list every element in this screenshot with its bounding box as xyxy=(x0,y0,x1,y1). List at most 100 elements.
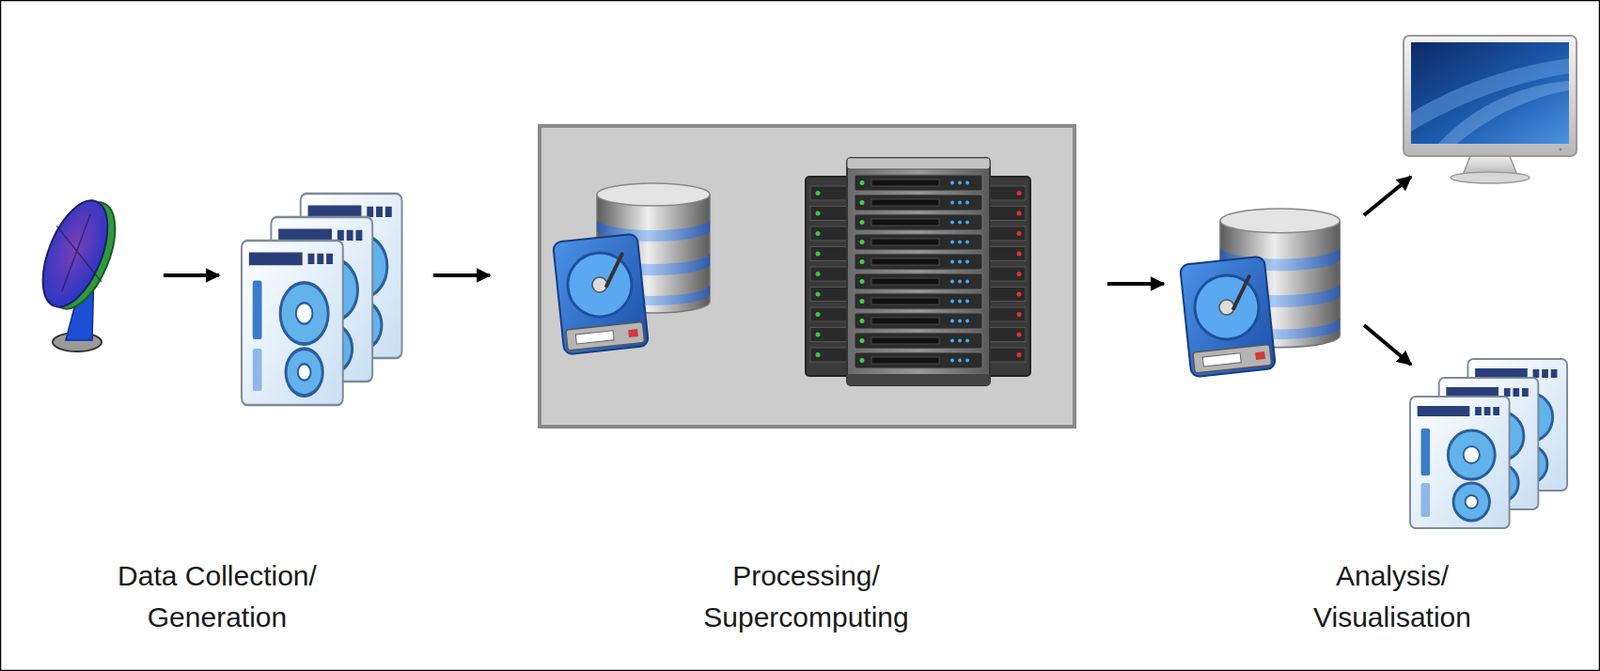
server-rack xyxy=(860,259,865,265)
server-rack xyxy=(854,253,983,270)
server-rack xyxy=(815,352,821,358)
server-rack xyxy=(854,234,983,251)
flow-arrows xyxy=(433,273,490,278)
server-rack xyxy=(871,278,940,285)
server-rack xyxy=(965,220,970,225)
storage-archive xyxy=(241,193,403,406)
server-rack xyxy=(815,231,821,236)
server-rack xyxy=(1017,312,1022,317)
server-rack xyxy=(854,293,983,310)
server-rack xyxy=(815,211,821,217)
server-rack xyxy=(1017,251,1022,257)
server-rack xyxy=(965,280,970,284)
server-rack xyxy=(871,337,940,345)
server-rack xyxy=(871,357,940,364)
server-rack xyxy=(860,318,865,324)
server-rack xyxy=(950,339,955,344)
server-rack xyxy=(860,239,865,245)
server-rack xyxy=(957,359,962,363)
monitor xyxy=(1403,35,1577,157)
server-rack xyxy=(1017,271,1022,277)
server-rack xyxy=(950,201,955,205)
server-rack xyxy=(871,258,940,266)
server-rack xyxy=(965,339,970,344)
server-rack xyxy=(950,280,955,284)
server-rack xyxy=(965,240,970,245)
server-rack xyxy=(847,157,990,386)
monitor xyxy=(1450,172,1530,184)
server-rack xyxy=(805,176,1031,377)
server-rack xyxy=(1017,292,1022,298)
server-rack xyxy=(957,220,962,225)
server-rack xyxy=(854,352,983,369)
server-rack xyxy=(860,279,865,284)
server-rack xyxy=(860,358,865,363)
server-rack xyxy=(957,299,962,304)
server-rack xyxy=(815,251,821,257)
storage-archive xyxy=(1410,359,1568,529)
stage-label: Data Collection/ Generation xyxy=(115,555,319,639)
server-rack xyxy=(965,260,970,265)
storage-archive xyxy=(241,193,403,406)
server-rack xyxy=(815,312,821,317)
monitor xyxy=(1559,148,1563,152)
supercomputer-panel xyxy=(539,125,1075,427)
server-rack xyxy=(871,179,940,187)
server-rack xyxy=(854,313,983,330)
server-rack xyxy=(965,319,970,324)
server-rack xyxy=(957,260,962,265)
server-rack xyxy=(815,190,821,196)
monitor xyxy=(1411,42,1569,144)
server-rack xyxy=(950,319,955,324)
satellite-dish xyxy=(30,191,122,316)
server-rack xyxy=(871,298,940,305)
server-rack xyxy=(871,317,940,325)
server-rack xyxy=(854,194,983,211)
hard-disk xyxy=(1179,256,1276,378)
server-rack xyxy=(854,273,983,290)
server-rack xyxy=(847,157,990,170)
server-rack xyxy=(815,292,821,298)
server-rack xyxy=(957,240,962,245)
server-rack xyxy=(950,240,955,245)
flow-arrows xyxy=(1364,176,1412,216)
server-rack xyxy=(860,219,865,225)
server-rack xyxy=(871,238,940,246)
stage-label: Analysis/ Visualisation xyxy=(1311,555,1474,639)
hard-disk xyxy=(1179,256,1276,378)
storage-archive xyxy=(1410,359,1568,529)
server-rack xyxy=(854,332,983,349)
server-rack xyxy=(957,319,962,324)
satellite-dish xyxy=(30,191,129,352)
server-rack xyxy=(950,181,955,186)
hard-disk xyxy=(552,234,649,356)
server-rack xyxy=(815,271,821,277)
server-rack xyxy=(957,181,962,186)
server-rack xyxy=(1017,190,1022,196)
server-rack xyxy=(965,201,970,205)
server-rack xyxy=(805,157,1031,386)
server-rack xyxy=(860,298,865,304)
monitor xyxy=(1438,80,1569,144)
server-rack xyxy=(957,280,962,284)
server-rack xyxy=(860,200,865,205)
flow-arrows xyxy=(1107,282,1164,286)
stage-label: Processing/ Supercomputing xyxy=(701,555,911,639)
server-rack xyxy=(965,181,970,186)
server-rack xyxy=(860,338,865,344)
server-rack xyxy=(950,220,955,225)
server-rack xyxy=(871,199,940,206)
monitor xyxy=(1403,35,1577,184)
server-rack xyxy=(957,201,962,205)
server-rack xyxy=(950,260,955,265)
server-rack xyxy=(950,359,955,363)
server-rack xyxy=(965,359,970,363)
server-rack xyxy=(815,332,821,338)
server-rack xyxy=(871,219,940,226)
server-rack xyxy=(854,174,983,191)
server-rack xyxy=(860,180,865,186)
flow-arrows xyxy=(163,273,220,278)
server-rack xyxy=(854,214,983,231)
